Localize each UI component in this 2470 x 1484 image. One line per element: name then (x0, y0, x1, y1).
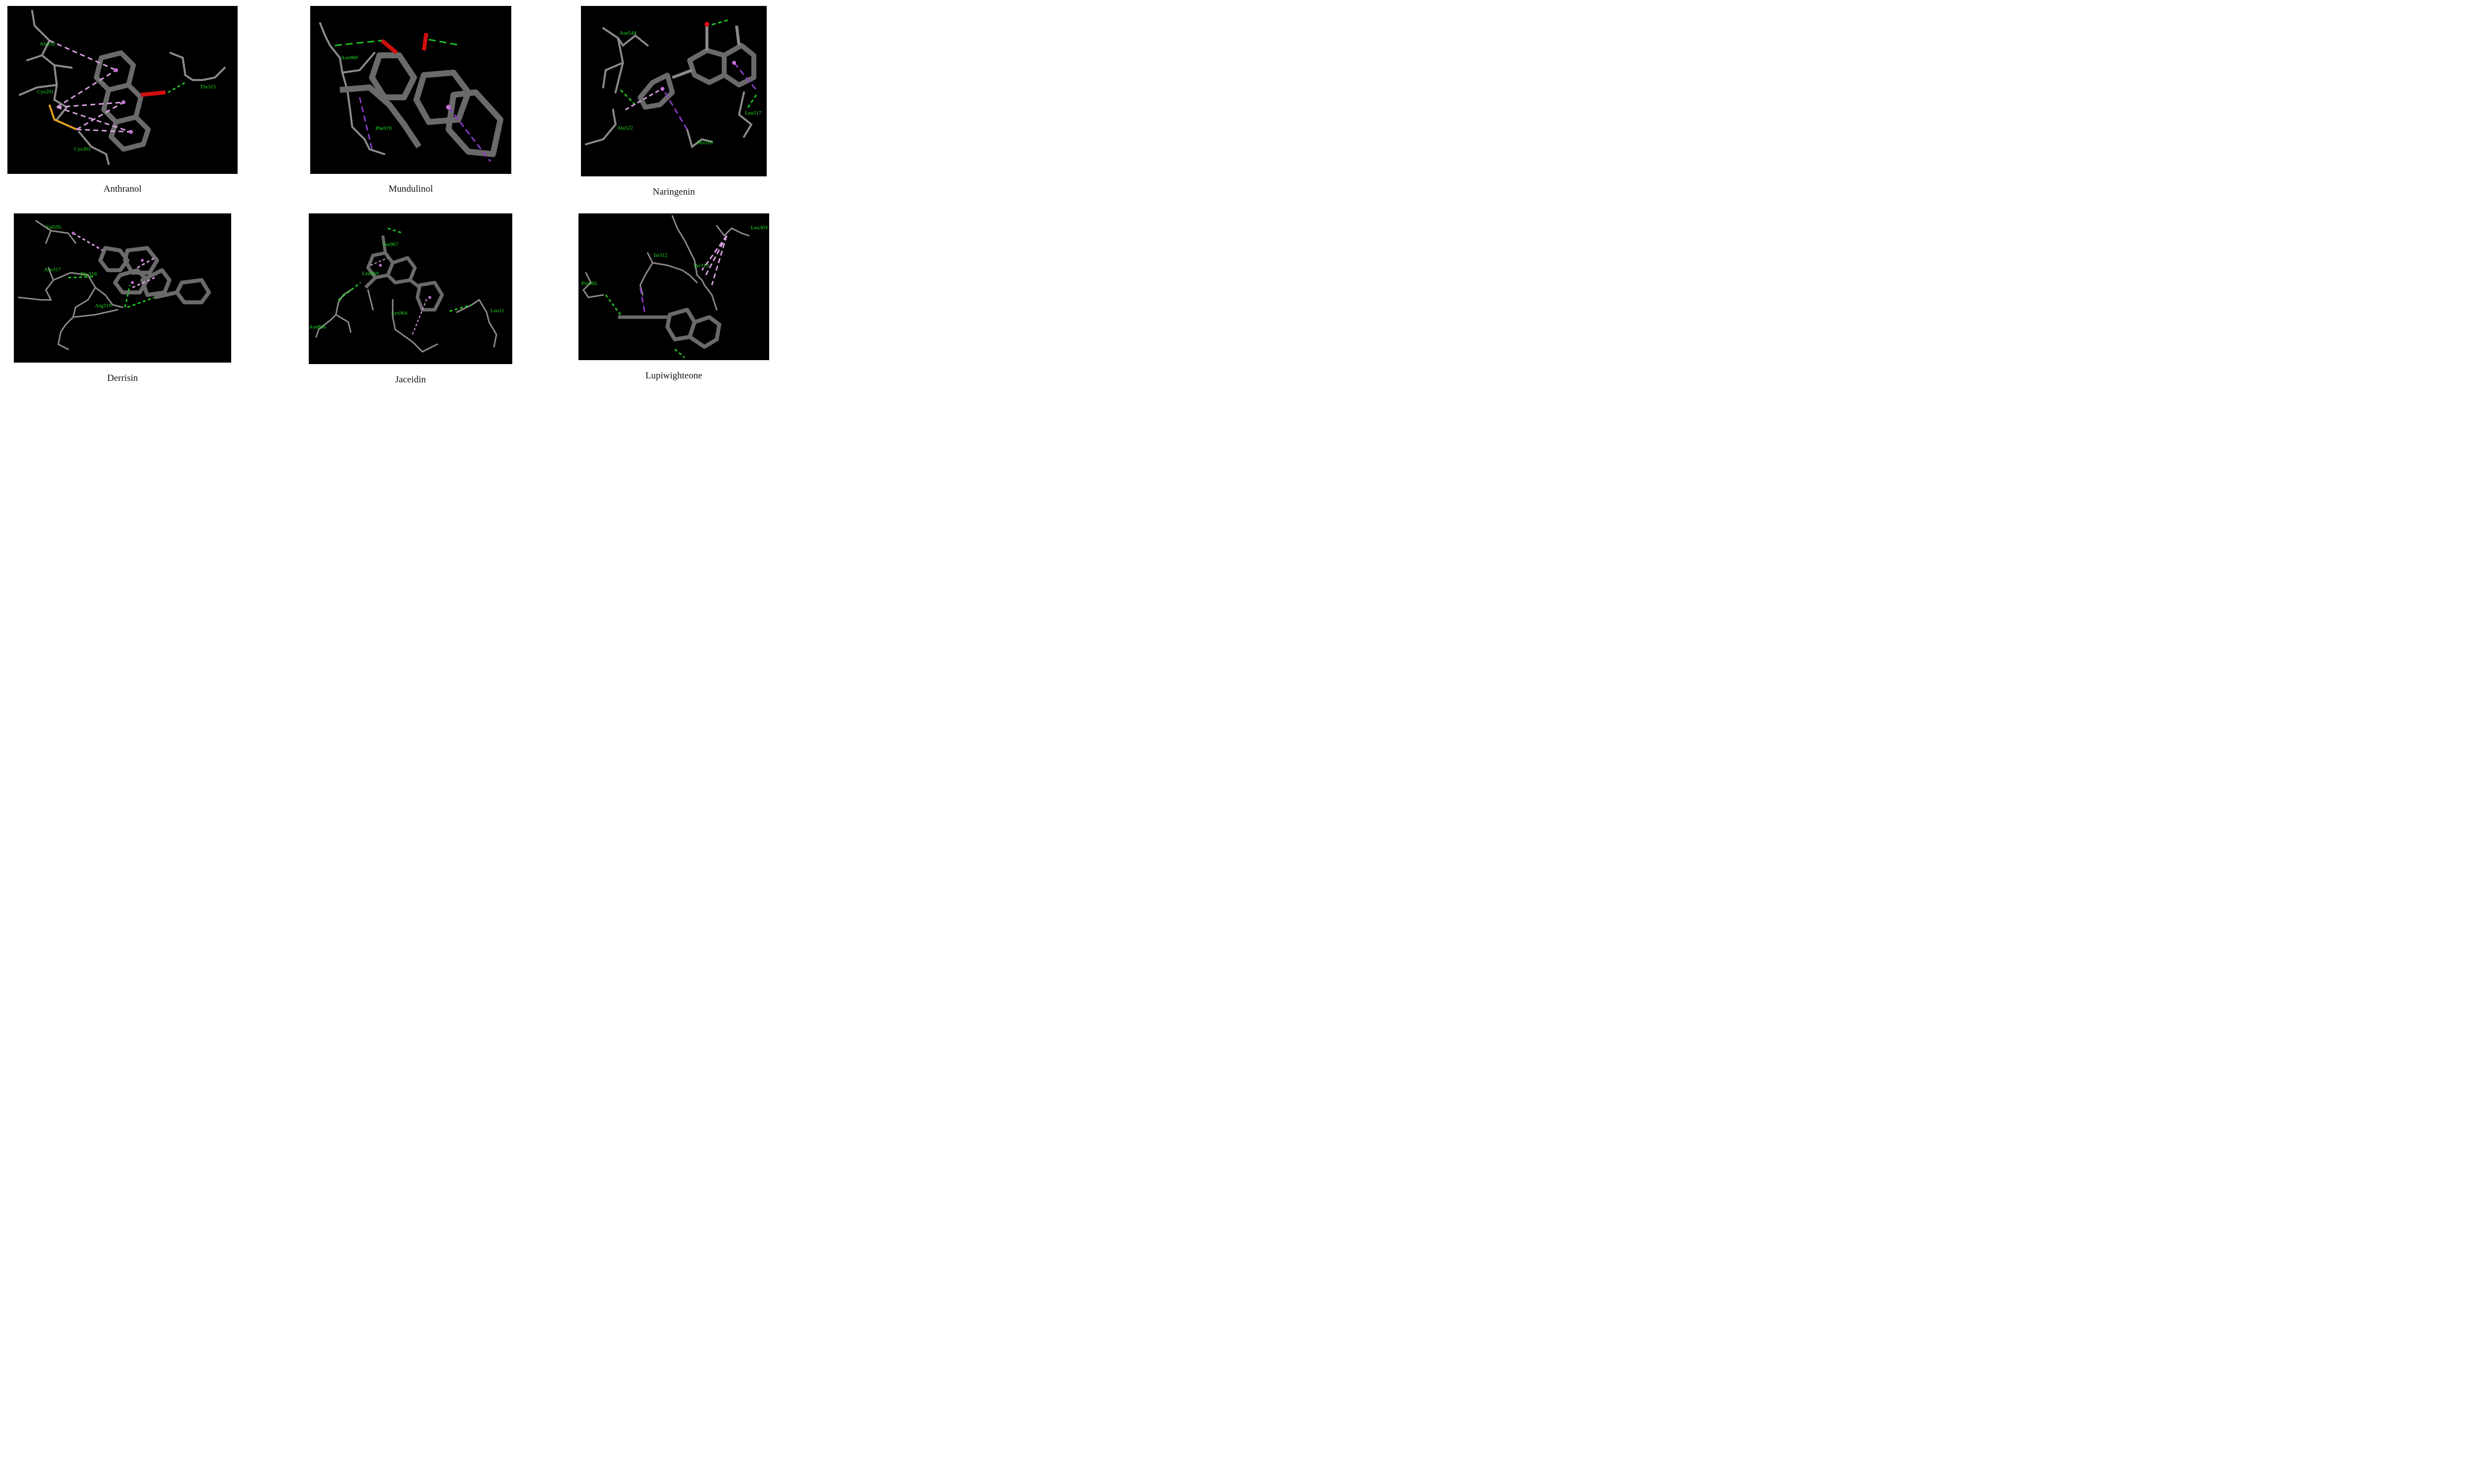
residue-label: Cys291 (37, 89, 54, 95)
caption-mundulinol: Mundulinol (388, 184, 433, 194)
caption-lupiwighteone: Lupiwighteone (645, 371, 702, 381)
naringenin-structure: Asn544 Ala522 His519 Leu517 (585, 19, 762, 149)
residue-label: Leu969 (362, 271, 379, 277)
residue-label: Asn856 (309, 324, 326, 330)
caption-anthranol: Anthranol (103, 184, 142, 194)
residue-label: Lys964 (391, 310, 408, 316)
residue-label: Phe970 (375, 125, 392, 131)
residue-label: Tyr313 (693, 263, 709, 269)
residue-label: Asn969 (341, 55, 358, 61)
residue-label: Thr315 (200, 84, 216, 90)
residue-label: Asn544 (619, 30, 637, 36)
residue-label: Cys301 (74, 146, 91, 152)
panel-derrisin: Val595 Asn317 Phe318 Arg319 (14, 213, 231, 363)
mundulinol-structure: Asn969 Phe970 (319, 22, 503, 162)
caption-derrisin: Derrisin (107, 373, 138, 383)
residue-label: Arg319 (95, 303, 112, 309)
residue-label: Val595 (46, 224, 62, 230)
residue-label: Pro665 (581, 281, 597, 287)
panel-lupiwighteone: Leu303 Ile312 Tyr313 Pro665 (578, 213, 769, 360)
panel-jaceidin: Ser967 Leu969 Asn856 Lys964 Leu11 (309, 213, 512, 364)
panel-mundulinol: Asn969 Phe970 (310, 6, 511, 174)
residue-label: His519 (697, 140, 713, 146)
residue-label: Ile312 (654, 252, 667, 258)
residue-label: Leu517 (745, 110, 762, 116)
lupiwighteone-structure: Leu303 Ile312 Tyr313 Pro665 (581, 215, 768, 359)
residue-label: Ala522 (617, 125, 633, 131)
panel-anthranol: Ala292 Cys291 Cys301 Thr315 (7, 6, 238, 174)
caption-jaceidin: Jaceidin (395, 374, 426, 385)
panel-naringenin: Asn544 Ala522 His519 Leu517 (581, 6, 767, 176)
residue-label: Phe318 (81, 271, 97, 277)
residue-label: Ala292 (40, 41, 55, 47)
anthranol-structure: Ala292 Cys291 Cys301 Thr315 (19, 10, 226, 165)
residue-label: Leu11 (491, 308, 504, 314)
derrisin-structure: Val595 Asn317 Phe318 Arg319 (18, 220, 211, 350)
caption-naringenin: Naringenin (653, 187, 695, 197)
residue-label: Ser967 (383, 242, 399, 247)
jaceidin-structure: Ser967 Leu969 Asn856 Lys964 Leu11 (309, 227, 504, 353)
residue-label: Asn317 (44, 267, 61, 273)
residue-label: Leu303 (751, 225, 768, 231)
